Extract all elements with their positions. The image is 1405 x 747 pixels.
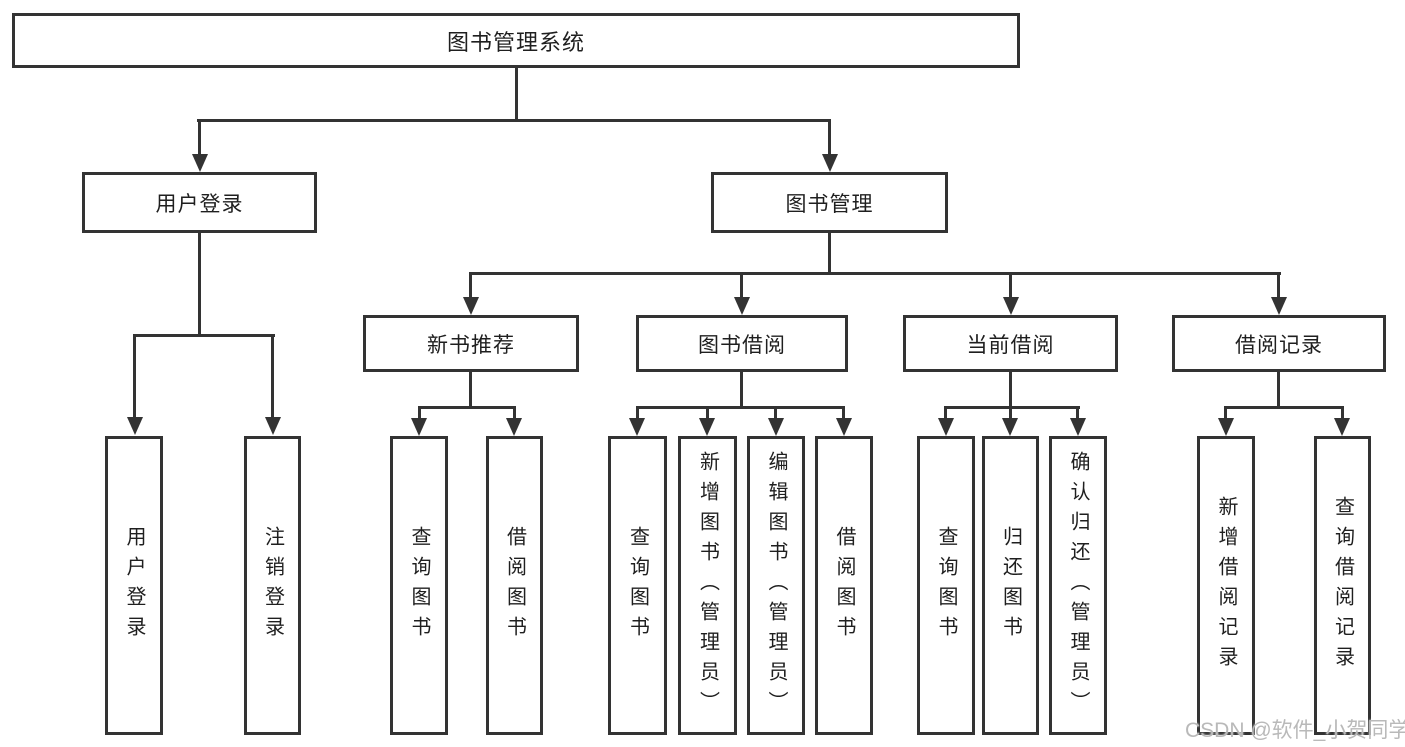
leaf-records-query-record: 查询借阅记录 xyxy=(1314,436,1371,735)
connector-line xyxy=(842,406,845,420)
node-borrowing-records: 借阅记录 xyxy=(1172,315,1386,372)
arrow-down-icon xyxy=(768,418,784,436)
node-book-borrowing: 图书借阅 xyxy=(636,315,848,372)
connector-line xyxy=(828,233,831,274)
node-book-borrowing-label: 图书借阅 xyxy=(698,333,786,357)
arrow-down-icon xyxy=(411,418,427,436)
leaf-borrowing-query-books-label: 查询图书 xyxy=(626,525,649,646)
leaf-recommend-query-books: 查询图书 xyxy=(390,436,448,735)
connector-line xyxy=(706,406,709,420)
leaf-recommend-borrow-books: 借阅图书 xyxy=(486,436,543,735)
leaf-current-query-books-label: 查询图书 xyxy=(935,525,957,646)
leaf-current-return-books-label: 归还图书 xyxy=(999,525,1022,646)
node-current-borrowing-label: 当前借阅 xyxy=(966,333,1055,357)
connector-line xyxy=(133,334,275,337)
node-current-borrowing: 当前借阅 xyxy=(903,315,1118,372)
arrow-down-icon xyxy=(699,418,715,436)
connector-line xyxy=(469,272,1281,275)
connector-line xyxy=(1009,406,1012,420)
connector-line xyxy=(828,119,831,155)
csdn-watermark: CSDN @软件_小贺同学 xyxy=(1185,719,1405,742)
connector-line xyxy=(1009,372,1012,408)
node-book-management: 图书管理 xyxy=(711,172,948,233)
connector-line xyxy=(774,406,777,420)
connector-line xyxy=(740,272,743,298)
arrow-down-icon xyxy=(1334,418,1350,436)
arrow-down-icon xyxy=(463,297,479,315)
leaf-borrowing-add-books-admin: 新增图书（管理员） xyxy=(678,436,737,735)
arrow-down-icon xyxy=(265,417,281,435)
leaf-logout: 注销登录 xyxy=(244,436,301,735)
arrow-down-icon xyxy=(1002,418,1018,436)
connector-line xyxy=(197,119,831,122)
connector-line xyxy=(418,406,516,409)
arrow-down-icon xyxy=(822,154,838,172)
connector-line xyxy=(1224,406,1227,420)
connector-line xyxy=(636,406,639,420)
leaf-recommend-query-books-label: 查询图书 xyxy=(408,525,430,646)
leaf-user-login: 用户登录 xyxy=(105,436,163,735)
node-root: 图书管理系统 xyxy=(12,13,1020,68)
connector-line xyxy=(198,233,201,336)
arrow-down-icon xyxy=(127,417,143,435)
arrow-down-icon xyxy=(1218,418,1234,436)
node-new-book-recommend-label: 新书推荐 xyxy=(427,333,515,357)
node-borrowing-records-label: 借阅记录 xyxy=(1235,333,1323,357)
connector-line xyxy=(740,372,743,408)
arrow-down-icon xyxy=(734,297,750,315)
connector-line xyxy=(1224,406,1344,409)
leaf-current-return-books: 归还图书 xyxy=(982,436,1039,735)
node-user-login: 用户登录 xyxy=(82,172,317,233)
connector-line xyxy=(1009,272,1012,298)
leaf-records-query-record-label: 查询借阅记录 xyxy=(1331,495,1354,676)
leaf-current-confirm-return-admin-label: 确认归还（管理员） xyxy=(1067,450,1089,721)
leaf-records-add-record-label: 新增借阅记录 xyxy=(1215,495,1237,676)
connector-line xyxy=(513,406,516,420)
connector-line xyxy=(271,334,274,418)
leaf-borrowing-query-books: 查询图书 xyxy=(608,436,667,735)
node-new-book-recommend: 新书推荐 xyxy=(363,315,579,372)
connector-line xyxy=(515,68,518,121)
connector-line xyxy=(1277,372,1280,408)
connector-line xyxy=(469,272,472,298)
leaf-borrowing-borrow-books: 借阅图书 xyxy=(815,436,873,735)
arrow-down-icon xyxy=(938,418,954,436)
connector-line xyxy=(944,406,947,420)
arrow-down-icon xyxy=(1003,297,1019,315)
arrow-down-icon xyxy=(506,418,522,436)
node-root-label: 图书管理系统 xyxy=(446,29,585,55)
leaf-borrowing-add-books-admin-label: 新增图书（管理员） xyxy=(696,450,719,721)
leaf-current-confirm-return-admin: 确认归还（管理员） xyxy=(1049,436,1107,735)
connector-line xyxy=(418,406,421,420)
connector-line xyxy=(1277,272,1280,298)
arrow-down-icon xyxy=(1070,418,1086,436)
leaf-current-query-books: 查询图书 xyxy=(917,436,975,735)
leaf-records-add-record: 新增借阅记录 xyxy=(1197,436,1255,735)
connector-line xyxy=(1076,406,1079,420)
connector-line xyxy=(636,406,845,409)
leaf-borrowing-borrow-books-label: 借阅图书 xyxy=(833,525,855,646)
connector-line xyxy=(944,406,1080,409)
leaf-logout-label: 注销登录 xyxy=(261,525,284,646)
leaf-user-login-label: 用户登录 xyxy=(123,525,145,646)
node-book-management-label: 图书管理 xyxy=(785,192,874,216)
arrow-down-icon xyxy=(1271,297,1287,315)
connector-line xyxy=(198,119,201,155)
leaf-borrowing-edit-books-admin: 编辑图书（管理员） xyxy=(747,436,805,735)
arrow-down-icon xyxy=(836,418,852,436)
leaf-borrowing-edit-books-admin-label: 编辑图书（管理员） xyxy=(765,450,787,721)
leaf-recommend-borrow-books-label: 借阅图书 xyxy=(503,525,526,646)
connector-line xyxy=(1341,406,1344,420)
arrow-down-icon xyxy=(192,154,208,172)
node-user-login-label: 用户登录 xyxy=(155,192,244,216)
connector-line xyxy=(469,372,472,408)
connector-line xyxy=(133,334,136,418)
arrow-down-icon xyxy=(629,418,645,436)
